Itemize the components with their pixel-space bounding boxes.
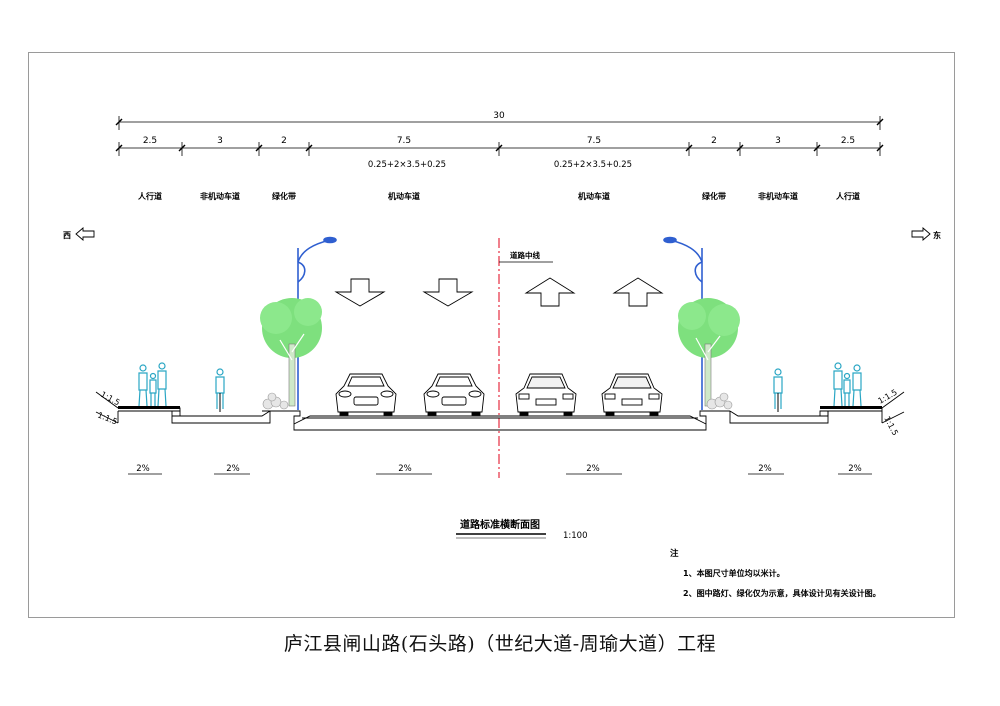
segment-label: 3: [217, 136, 223, 146]
total-width-label: 30: [493, 111, 505, 121]
segment-labels: 2.5 3 2 7.5 7.5 2 3 2.5: [143, 136, 855, 146]
road-profile: [95, 391, 905, 431]
sidewalk-surface-left: [118, 406, 180, 409]
drawing-frame: [28, 52, 955, 618]
traffic-arrows: [334, 277, 664, 307]
note-item: 1、本图尺寸单位均以米计。: [683, 568, 785, 578]
zone-label-motor-lane: 机动车道: [578, 191, 610, 201]
down-arrow-icon: [422, 278, 474, 307]
up-arrow-icon: [524, 277, 576, 307]
shrubs-left: [262, 392, 289, 410]
dimension-ticks: [118, 142, 881, 156]
gradient-label: 2%: [226, 464, 240, 474]
zone-label-green-belt: 绿化带: [272, 191, 296, 201]
tick-slashes: [115, 118, 884, 152]
segment-label: 2.5: [143, 136, 157, 146]
zone-label-sidewalk: 人行道: [138, 191, 162, 201]
down-arrow-icon: [334, 278, 386, 307]
pedestrians-left-icon: [138, 362, 167, 407]
slope-label-left-lower: 1:1.5: [96, 411, 118, 427]
segment-label: 7.5: [587, 136, 601, 146]
segment-label: 2: [711, 136, 717, 146]
zone-label-bike-lane: 非机动车道: [758, 191, 798, 201]
tree-left: [260, 298, 322, 407]
segment-label: 3: [775, 136, 781, 146]
car-rear-icon: [515, 373, 577, 416]
slope-label-right-upper: 1:1.5: [877, 388, 899, 406]
tree-right: [678, 298, 740, 407]
east-label: 东: [933, 230, 941, 240]
gradient-labels: 2% 2% 2% 2% 2% 2%: [136, 464, 862, 474]
gradient-label: 2%: [398, 464, 412, 474]
gradient-label: 2%: [136, 464, 150, 474]
segment-label: 2: [281, 136, 287, 146]
up-arrow-icon: [612, 277, 664, 307]
slope-label-left-upper: 1:1.5: [99, 390, 121, 408]
gradient-label: 2%: [848, 464, 862, 474]
dimension-lines: [115, 116, 884, 156]
project-title: 庐江县闸山路(石头路)（世纪大道-周瑜大道）工程: [283, 633, 717, 655]
segment-label: 7.5: [397, 136, 411, 146]
gradient-label: 2%: [758, 464, 772, 474]
segment-label: 2.5: [841, 136, 855, 146]
zone-label-sidewalk: 人行道: [836, 191, 860, 201]
west-arrow-icon: [75, 227, 95, 241]
east-arrow-icon: [911, 227, 931, 241]
zone-label-bike-lane: 非机动车道: [200, 191, 240, 201]
pedestrians-right-icon: [833, 362, 862, 407]
zone-label-green-belt: 绿化带: [702, 191, 726, 201]
zone-label-motor-lane: 机动车道: [388, 191, 420, 201]
cyclist-left-icon: [215, 368, 225, 412]
car-rear-icon: [601, 373, 663, 416]
west-label: 西: [63, 231, 71, 240]
zone-labels: 人行道 非机动车道 绿化带 机动车道 机动车道 绿化带 非机动车道 人行道: [138, 191, 860, 201]
notes-heading: 注: [670, 548, 679, 559]
lane-formula-right: 0.25+2×3.5+0.25: [554, 160, 632, 170]
note-item: 2、图中路灯、绿化仅为示意，具体设计见有关设计图。: [683, 588, 881, 598]
sidewalk-surface-right: [820, 406, 882, 409]
lane-formula-left: 0.25+2×3.5+0.25: [368, 160, 446, 170]
drawing-scale: 1:100: [563, 531, 588, 541]
cyclist-right-icon: [773, 368, 783, 412]
shrubs-right: [706, 392, 733, 410]
car-front-icon: [423, 373, 485, 416]
gradient-label: 2%: [586, 464, 600, 474]
car-front-icon: [335, 373, 397, 416]
centerline-label: 道路中线: [510, 250, 540, 260]
drawing-title: 道路标准横断面图: [460, 518, 540, 531]
slope-label-right-lower: 1:1.5: [882, 415, 900, 437]
